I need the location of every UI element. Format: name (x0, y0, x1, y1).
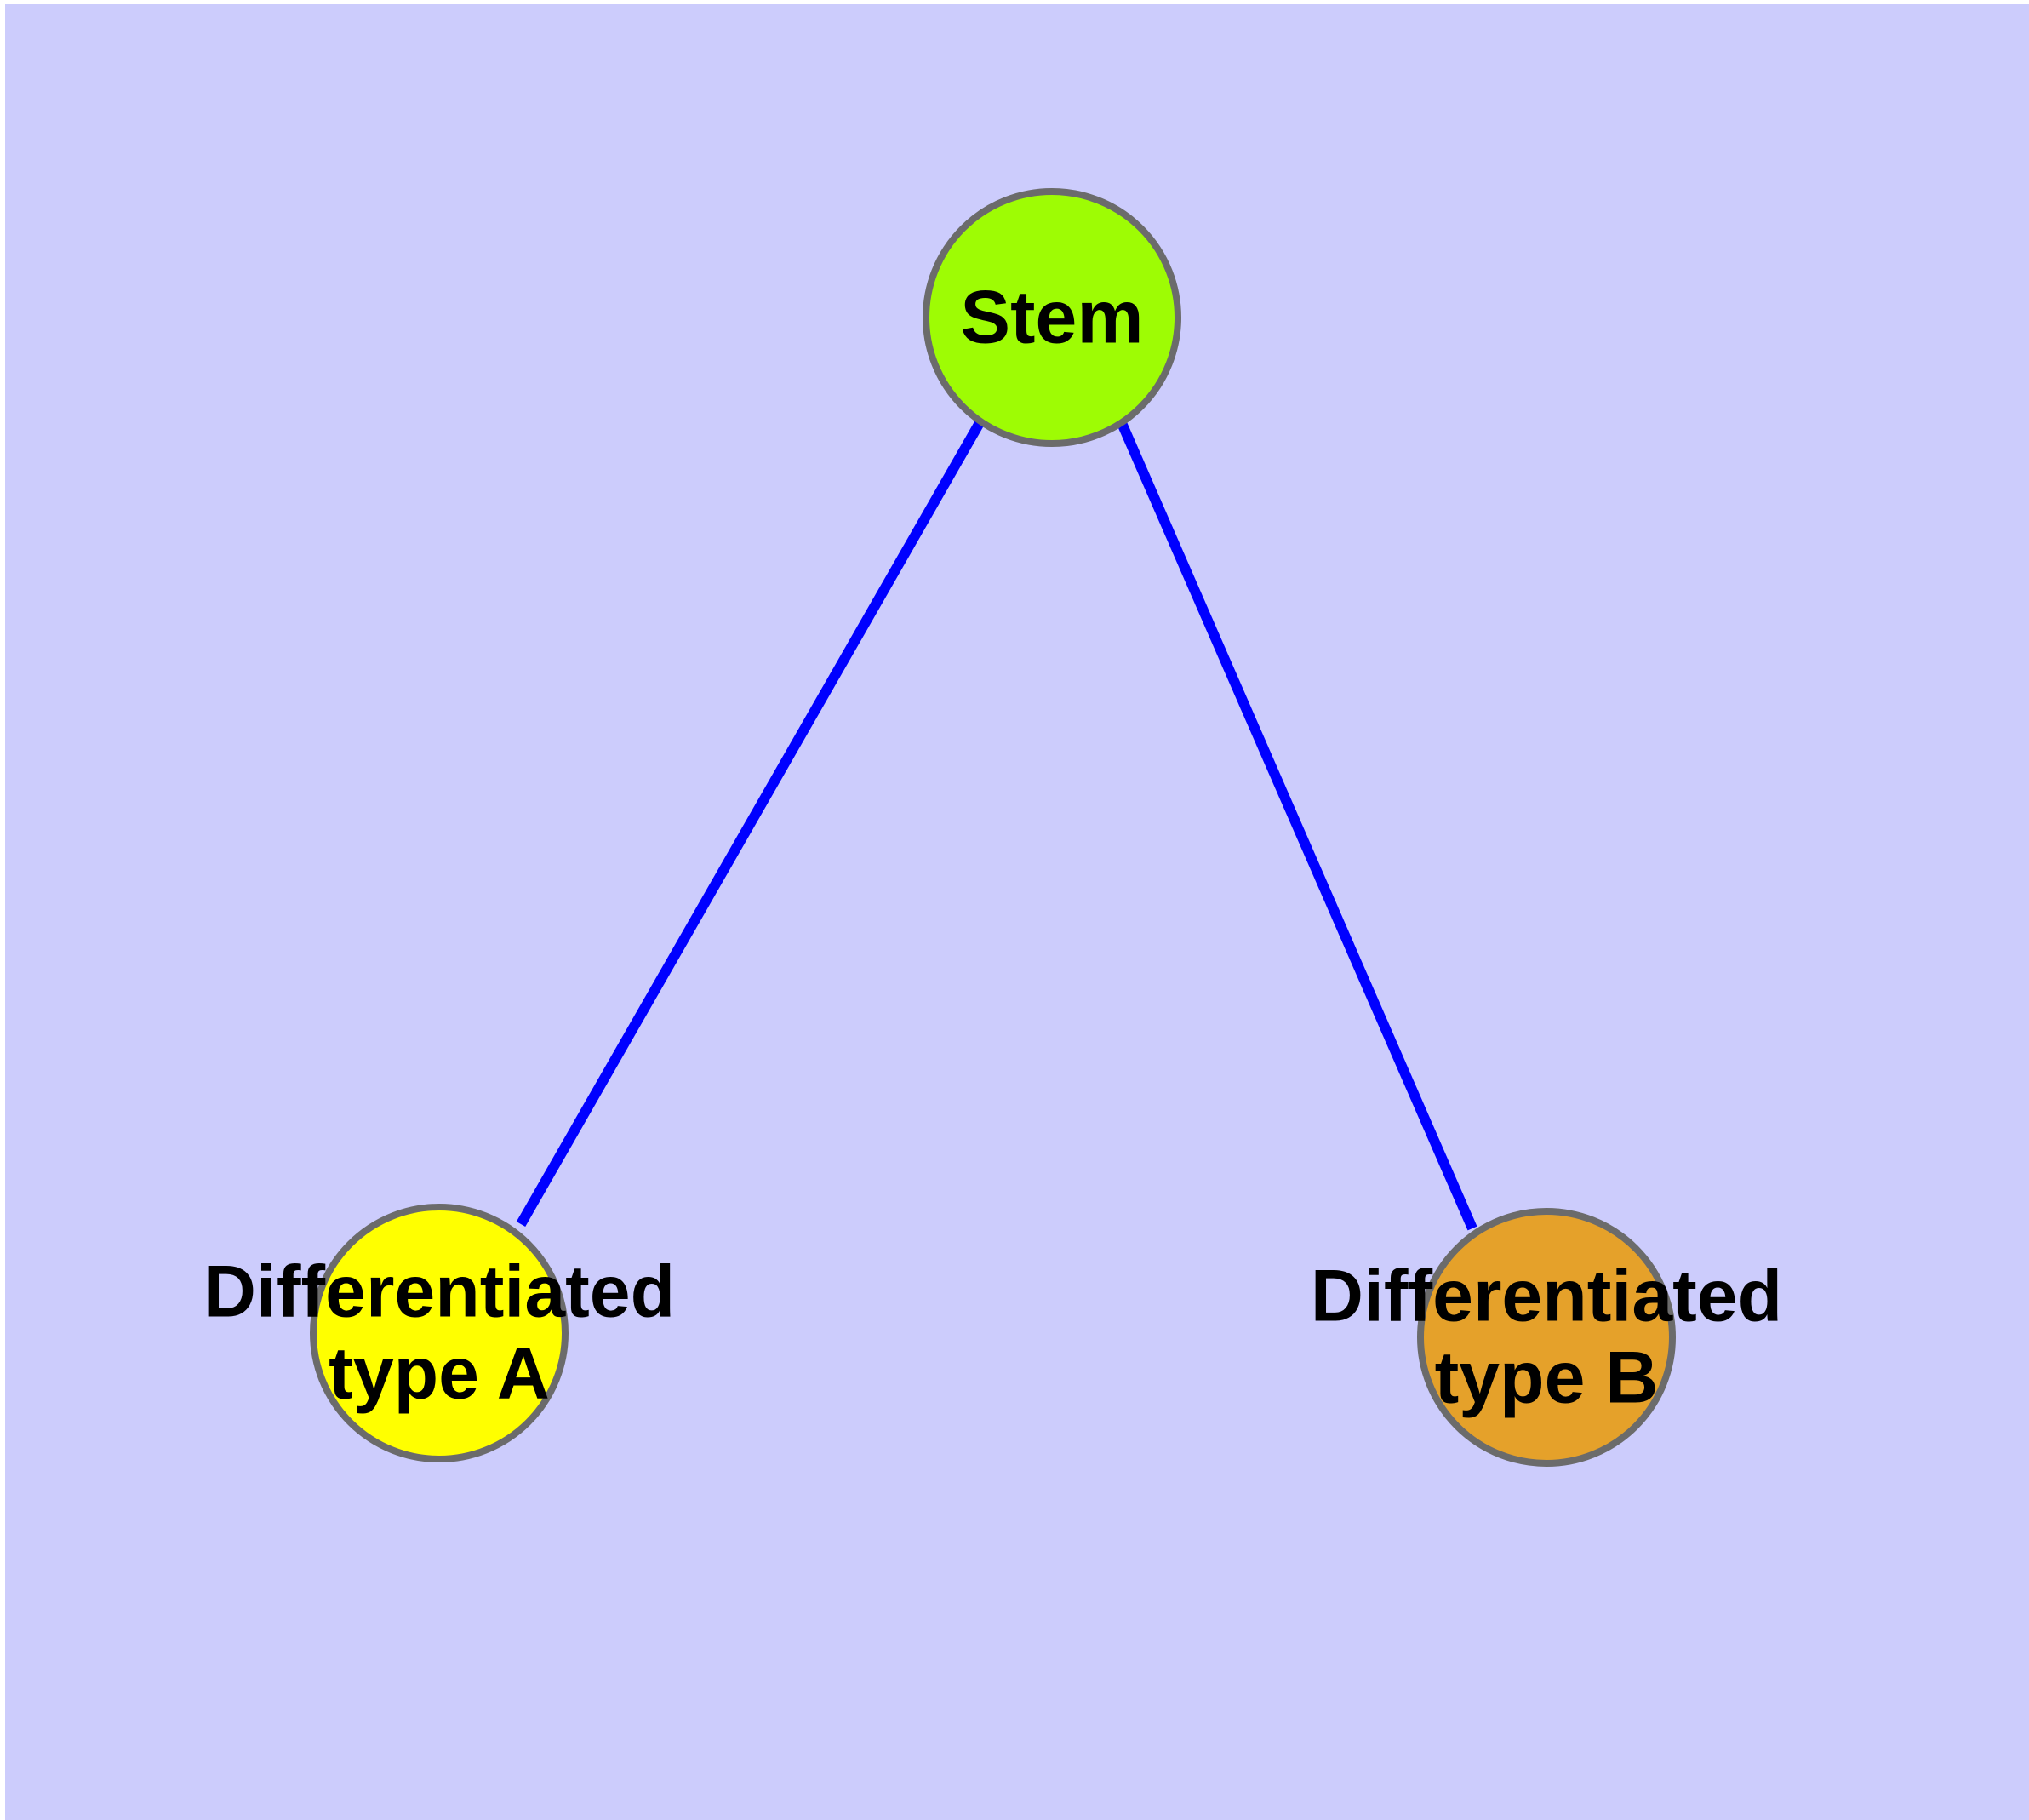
node-layer (310, 188, 1676, 1467)
node-stem[interactable] (923, 188, 1181, 447)
edge-stem-to-differentiated-type-b (1117, 421, 1477, 1231)
edge-layer (516, 419, 1477, 1231)
edge-stem-to-differentiated-type-a (516, 419, 986, 1227)
node-differentiated-type-a[interactable] (310, 1204, 569, 1462)
node-differentiated-type-b[interactable] (1417, 1208, 1676, 1467)
